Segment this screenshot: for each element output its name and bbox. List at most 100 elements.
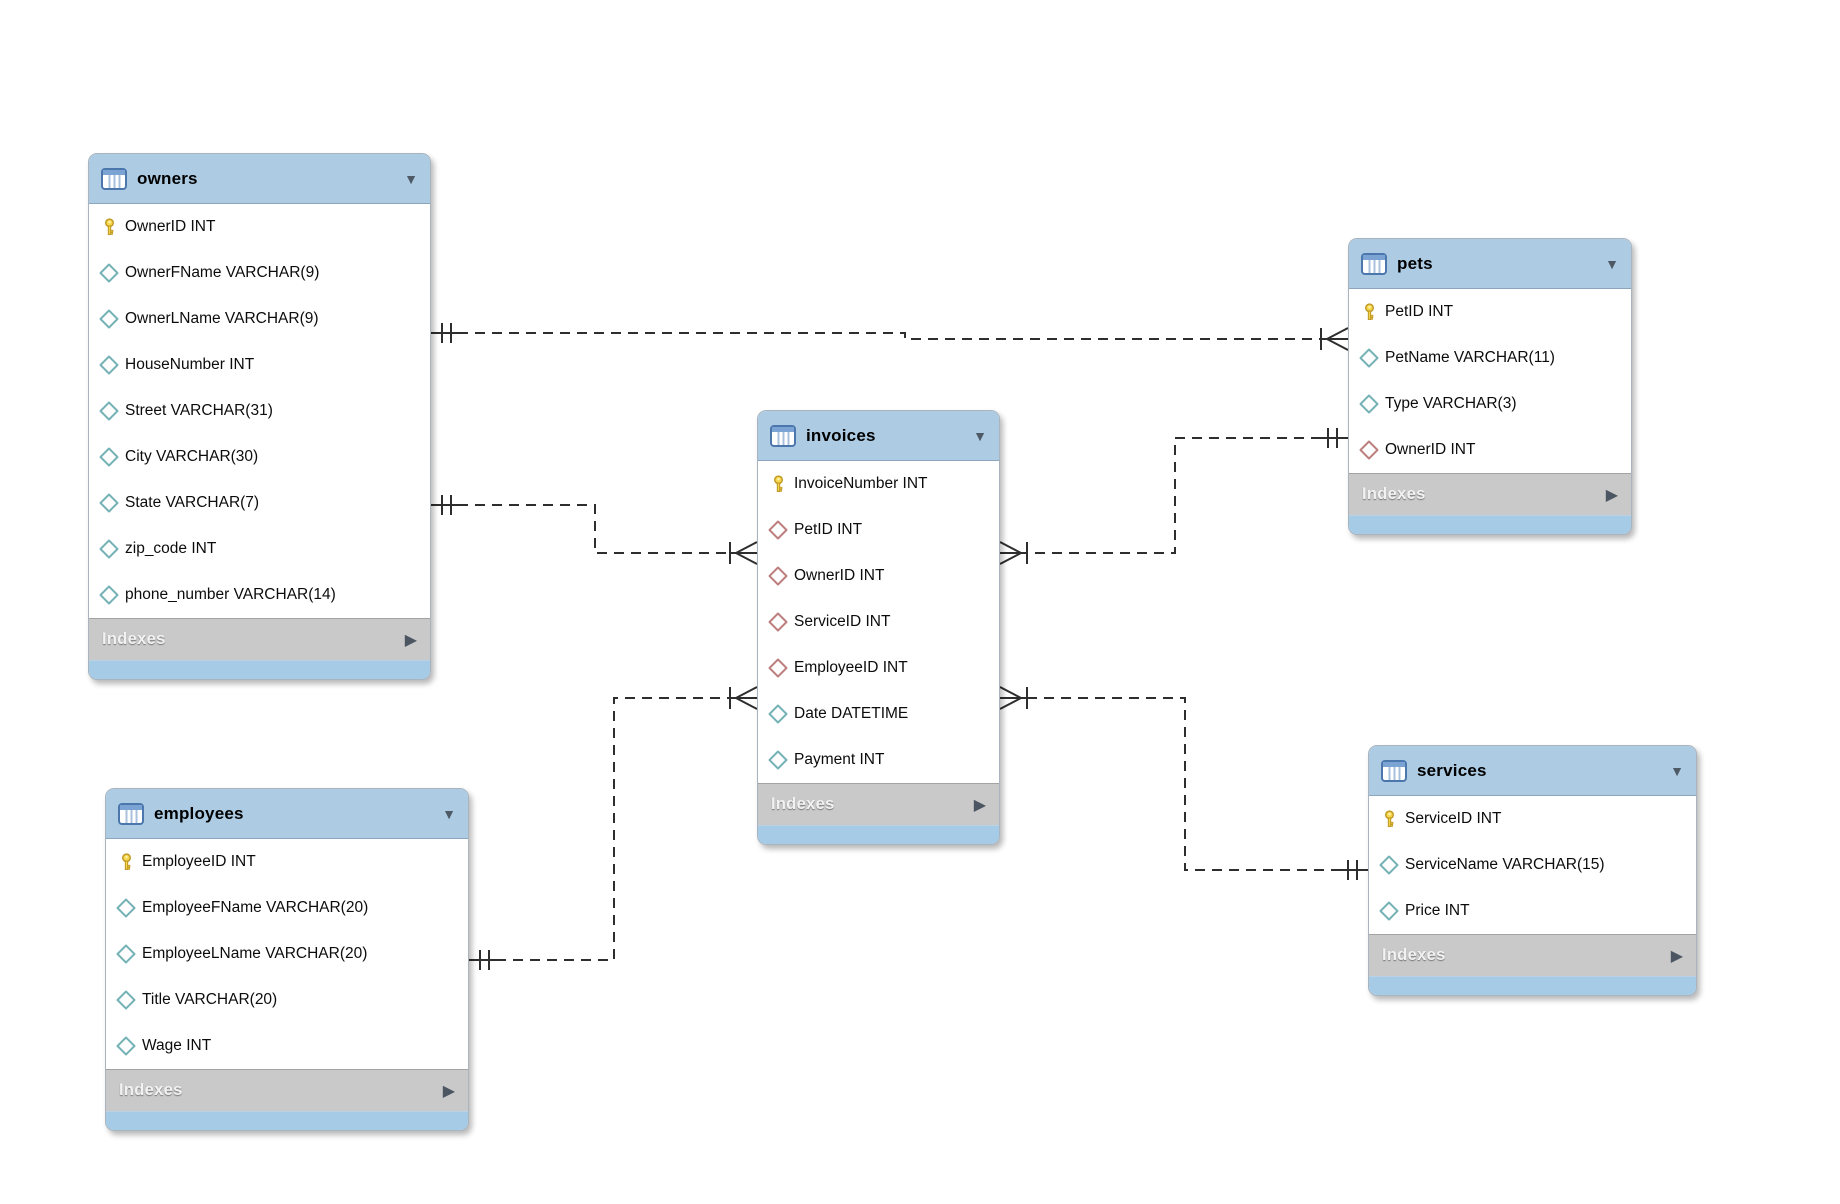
table-icon <box>101 167 127 190</box>
column-label: OwnerID INT <box>1385 441 1476 458</box>
column-label: EmployeeLName VARCHAR(20) <box>142 945 368 962</box>
column-row[interactable]: OwnerLName VARCHAR(9) <box>89 296 430 342</box>
column-row[interactable]: EmployeeID INT <box>758 645 999 691</box>
table-owners[interactable]: owners ▼ OwnerID INT OwnerFName VARCHAR(… <box>88 153 431 680</box>
column-row[interactable]: State VARCHAR(7) <box>89 480 430 526</box>
indexes-expand-arrow-icon[interactable]: ▶ <box>442 1082 455 1100</box>
column-row[interactable]: HouseNumber INT <box>89 342 430 388</box>
column-row[interactable]: ServiceID INT <box>1369 796 1696 842</box>
indexes-expand-arrow-icon[interactable]: ▶ <box>973 796 986 814</box>
column-diamond-icon <box>98 263 120 283</box>
column-label: OwnerID INT <box>125 218 216 235</box>
column-row[interactable]: PetID INT <box>1349 289 1631 335</box>
column-diamond-icon <box>115 990 137 1010</box>
table-employees[interactable]: employees ▼ EmployeeID INT EmployeeFName… <box>105 788 469 1131</box>
indexes-expand-arrow-icon[interactable]: ▶ <box>404 631 417 649</box>
indexes-expand-arrow-icon[interactable]: ▶ <box>1670 947 1683 965</box>
column-row[interactable]: City VARCHAR(30) <box>89 434 430 480</box>
indexes-row[interactable]: Indexes ▶ <box>89 618 430 660</box>
table-title: pets <box>1397 253 1433 273</box>
column-row[interactable]: Price INT <box>1369 888 1696 934</box>
column-row[interactable]: Type VARCHAR(3) <box>1349 381 1631 427</box>
column-row[interactable]: EmployeeID INT <box>106 839 468 885</box>
column-diamond-icon <box>1378 901 1400 921</box>
column-row[interactable]: ServiceID INT <box>758 599 999 645</box>
column-row[interactable]: Wage INT <box>106 1023 468 1069</box>
collapse-arrow-icon[interactable]: ▼ <box>442 805 456 822</box>
column-label: zip_code INT <box>125 540 217 557</box>
indexes-label: Indexes <box>119 1081 183 1099</box>
column-row[interactable]: Title VARCHAR(20) <box>106 977 468 1023</box>
column-diamond-icon <box>98 493 120 513</box>
table-footer <box>89 660 430 679</box>
column-row[interactable]: Payment INT <box>758 737 999 783</box>
table-footer <box>758 825 999 844</box>
column-row[interactable]: OwnerFName VARCHAR(9) <box>89 250 430 296</box>
column-row[interactable]: PetID INT <box>758 507 999 553</box>
column-row[interactable]: Street VARCHAR(31) <box>89 388 430 434</box>
indexes-label: Indexes <box>1382 946 1446 964</box>
column-row[interactable]: PetName VARCHAR(11) <box>1349 335 1631 381</box>
column-row[interactable]: ServiceName VARCHAR(15) <box>1369 842 1696 888</box>
indexes-row[interactable]: Indexes ▶ <box>106 1069 468 1111</box>
column-diamond-icon <box>98 355 120 375</box>
column-row[interactable]: Date DATETIME <box>758 691 999 737</box>
column-label: OwnerID INT <box>794 567 885 584</box>
table-title: owners <box>137 168 198 188</box>
collapse-arrow-icon[interactable]: ▼ <box>404 170 418 187</box>
column-diamond-icon <box>767 704 789 724</box>
table-icon <box>1361 252 1387 275</box>
column-label: ServiceName VARCHAR(15) <box>1405 856 1605 873</box>
primary-key-icon <box>98 217 120 237</box>
table-footer <box>106 1111 468 1130</box>
collapse-arrow-icon[interactable]: ▼ <box>1605 255 1619 272</box>
column-row[interactable]: phone_number VARCHAR(14) <box>89 572 430 618</box>
primary-key-icon <box>1378 809 1400 829</box>
column-diamond-icon <box>98 585 120 605</box>
column-row[interactable]: OwnerID INT <box>758 553 999 599</box>
foreign-key-icon <box>1358 440 1380 460</box>
table-header[interactable]: pets ▼ <box>1349 239 1631 289</box>
table-header[interactable]: owners ▼ <box>89 154 430 204</box>
column-row[interactable]: OwnerID INT <box>1349 427 1631 473</box>
column-diamond-icon <box>98 539 120 559</box>
table-header[interactable]: employees ▼ <box>106 789 468 839</box>
column-label: PetName VARCHAR(11) <box>1385 349 1555 366</box>
column-row[interactable]: zip_code INT <box>89 526 430 572</box>
table-columns: ServiceID INT ServiceName VARCHAR(15) Pr… <box>1369 796 1696 934</box>
column-diamond-icon <box>1358 348 1380 368</box>
table-invoices[interactable]: invoices ▼ InvoiceNumber INT PetID INT O… <box>757 410 1000 845</box>
table-footer <box>1369 976 1696 995</box>
column-label: Wage INT <box>142 1037 212 1054</box>
collapse-arrow-icon[interactable]: ▼ <box>1670 762 1684 779</box>
indexes-expand-arrow-icon[interactable]: ▶ <box>1605 486 1618 504</box>
column-label: Payment INT <box>794 751 885 768</box>
relationship-owners-invoices[interactable] <box>431 495 758 565</box>
column-label: City VARCHAR(30) <box>125 448 259 465</box>
table-header[interactable]: services ▼ <box>1369 746 1696 796</box>
column-row[interactable]: OwnerID INT <box>89 204 430 250</box>
primary-key-icon <box>767 474 789 494</box>
indexes-row[interactable]: Indexes ▶ <box>758 783 999 825</box>
table-icon <box>1381 759 1407 782</box>
relationship-owners-pets[interactable] <box>431 323 1349 351</box>
column-label: Street VARCHAR(31) <box>125 402 273 419</box>
column-row[interactable]: InvoiceNumber INT <box>758 461 999 507</box>
column-row[interactable]: EmployeeFName VARCHAR(20) <box>106 885 468 931</box>
relationship-services-invoices[interactable] <box>999 686 1368 880</box>
table-pets[interactable]: pets ▼ PetID INT PetName VARCHAR(11) Typ… <box>1348 238 1632 535</box>
relationship-employees-invoices[interactable] <box>469 686 758 970</box>
column-row[interactable]: EmployeeLName VARCHAR(20) <box>106 931 468 977</box>
relationship-pets-invoices[interactable] <box>999 428 1348 565</box>
foreign-key-icon <box>767 566 789 586</box>
table-services[interactable]: services ▼ ServiceID INT ServiceName VAR… <box>1368 745 1697 996</box>
column-label: EmployeeID INT <box>142 853 256 870</box>
indexes-row[interactable]: Indexes ▶ <box>1349 473 1631 515</box>
collapse-arrow-icon[interactable]: ▼ <box>973 427 987 444</box>
column-label: EmployeeFName VARCHAR(20) <box>142 899 369 916</box>
column-label: PetID INT <box>794 521 863 538</box>
table-header[interactable]: invoices ▼ <box>758 411 999 461</box>
table-footer <box>1349 515 1631 534</box>
indexes-row[interactable]: Indexes ▶ <box>1369 934 1696 976</box>
